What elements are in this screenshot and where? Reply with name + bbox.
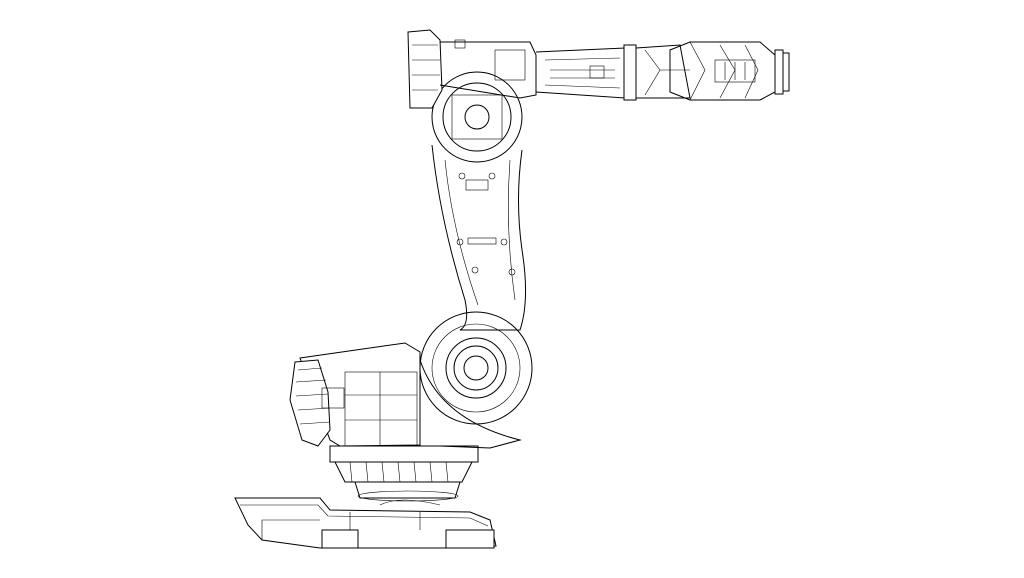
robot-base-plate	[234, 497, 497, 549]
robot-turntable	[329, 445, 479, 502]
robot-shoulder-joint	[419, 311, 533, 425]
robot-rotary-column	[289, 342, 522, 449]
robot-wrist	[669, 41, 790, 101]
robot-upper-arm	[407, 29, 691, 109]
robot-elbow-joint	[431, 71, 523, 163]
robot-lower-arm	[431, 144, 527, 331]
